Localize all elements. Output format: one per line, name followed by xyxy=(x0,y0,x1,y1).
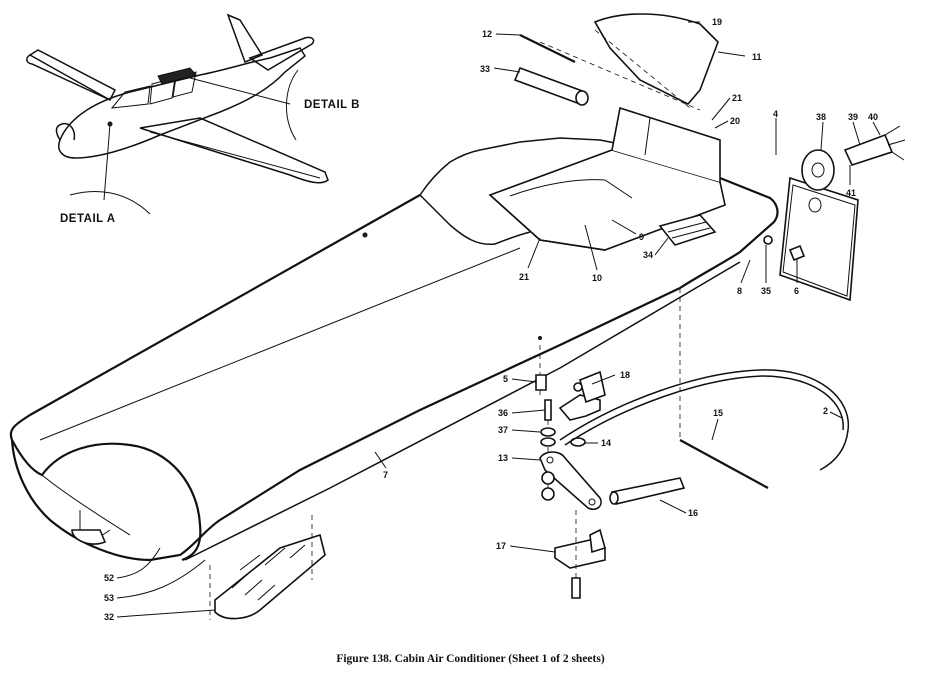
callout-20: 20 xyxy=(730,116,740,126)
callout-53: 53 xyxy=(104,593,114,603)
callout-41: 41 xyxy=(846,188,856,198)
air-conditioner-housing xyxy=(9,137,779,620)
leader-lines xyxy=(116,21,881,618)
evaporator-lid xyxy=(539,13,719,111)
callout-35: 35 xyxy=(761,286,771,296)
figure-caption: Figure 138. Cabin Air Conditioner (Sheet… xyxy=(336,653,605,665)
callout-6: 6 xyxy=(794,286,799,296)
callout-9: 9 xyxy=(639,232,644,242)
callout-numbers: 19 11 12 33 21 20 4 38 39 40 41 6 35 8 9… xyxy=(104,17,878,622)
callout-5: 5 xyxy=(503,374,508,384)
callout-18: 18 xyxy=(620,370,630,380)
callout-36: 36 xyxy=(498,408,508,418)
callout-39: 39 xyxy=(848,112,858,122)
callout-52: 52 xyxy=(104,573,114,583)
callout-12: 12 xyxy=(482,29,492,39)
tube-part xyxy=(513,34,589,106)
callout-40: 40 xyxy=(868,112,878,122)
callout-33: 33 xyxy=(480,64,490,74)
airplane-illustration xyxy=(26,13,329,215)
callout-34: 34 xyxy=(643,250,653,260)
callout-4: 4 xyxy=(773,109,778,119)
callout-15: 15 xyxy=(713,408,723,418)
callout-2: 2 xyxy=(823,406,828,416)
callout-7: 7 xyxy=(383,470,388,480)
callout-19: 19 xyxy=(712,17,722,27)
callout-17: 17 xyxy=(496,541,506,551)
callout-38: 38 xyxy=(816,112,826,122)
callout-8: 8 xyxy=(737,286,742,296)
mounting-hardware xyxy=(535,288,850,599)
callout-14: 14 xyxy=(601,438,611,448)
callout-13: 13 xyxy=(498,453,508,463)
side-panel xyxy=(763,125,906,302)
callout-10: 10 xyxy=(592,273,602,283)
callout-32: 32 xyxy=(104,612,114,622)
detail-a-label: DETAIL A xyxy=(60,213,116,225)
callout-21-bottom: 21 xyxy=(519,272,529,282)
callout-16: 16 xyxy=(688,508,698,518)
callout-11: 11 xyxy=(752,52,762,62)
callout-37: 37 xyxy=(498,425,508,435)
callout-21-top: 21 xyxy=(732,93,742,103)
detail-b-label: DETAIL B xyxy=(304,99,360,111)
evaporator-tray xyxy=(488,106,726,251)
